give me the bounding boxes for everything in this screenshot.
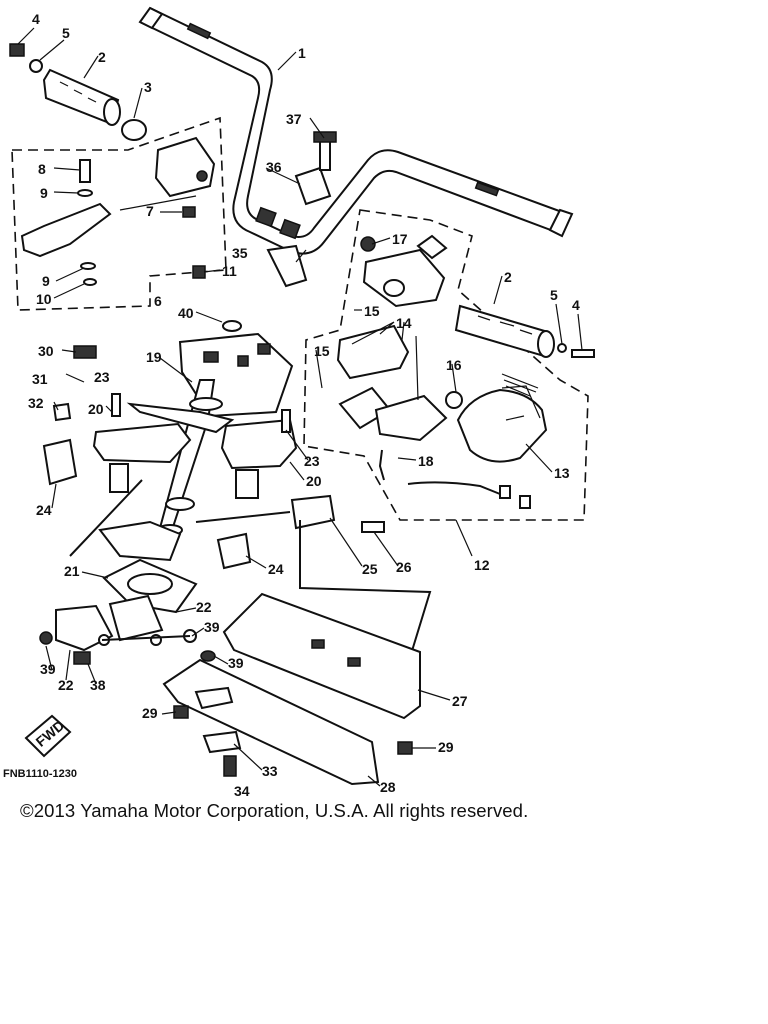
right-grip (454, 304, 595, 397)
callout-18: 18 (418, 453, 434, 469)
callout-39: 39 (228, 655, 244, 671)
callout-24: 24 (36, 502, 52, 518)
callout-38: 38 (90, 677, 106, 693)
callout-39: 39 (204, 619, 220, 635)
callout-5: 5 (550, 287, 558, 303)
callout-24: 24 (268, 561, 284, 577)
callout-19: 19 (146, 349, 162, 365)
callout-23: 23 (304, 453, 320, 469)
callout-39: 39 (40, 661, 56, 677)
callout-25: 25 (362, 561, 378, 577)
handlebar (138, 6, 574, 255)
callout-16: 16 (446, 357, 462, 373)
callout-22: 22 (196, 599, 212, 615)
fwd-arrow-icon: FWD (24, 714, 72, 758)
callout-13: 13 (554, 465, 570, 481)
lower-mount (39, 558, 216, 665)
right-switch-assembly (336, 234, 548, 509)
callout-10: 10 (36, 291, 52, 307)
callouts: 1 2 2 3 4 4 5 5 6 7 8 9 9 10 11 12 13 14… (28, 11, 580, 799)
callout-36: 36 (266, 159, 282, 175)
leader-lines (17, 27, 583, 787)
callout-7: 7 (146, 203, 154, 219)
callout-22: 22 (58, 677, 74, 693)
callout-30: 30 (38, 343, 54, 359)
callout-29: 29 (438, 739, 454, 755)
callout-4: 4 (572, 297, 580, 313)
callout-17: 17 (392, 231, 408, 247)
callout-6: 6 (154, 293, 162, 309)
callout-3: 3 (144, 79, 152, 95)
callout-9: 9 (40, 185, 48, 201)
callout-29: 29 (142, 705, 158, 721)
callout-20: 20 (306, 473, 322, 489)
callout-12: 12 (474, 557, 490, 573)
callout-8: 8 (38, 161, 46, 177)
clamps-and-bolts (42, 131, 385, 570)
callout-33: 33 (262, 763, 278, 779)
callout-35: 35 (232, 245, 248, 261)
callout-15: 15 (364, 303, 380, 319)
copyright-notice: ©2013 Yamaha Motor Corporation, U.S.A. A… (20, 800, 529, 821)
callout-40: 40 (178, 305, 194, 321)
callout-4: 4 (32, 11, 40, 27)
figure-code: FNB1110-1230 (3, 768, 77, 780)
callout-26: 26 (396, 559, 412, 575)
callout-21: 21 (64, 563, 80, 579)
callout-11: 11 (222, 263, 237, 279)
callout-37: 37 (286, 111, 302, 127)
callout-34: 34 (234, 783, 250, 799)
callout-28: 28 (380, 779, 396, 795)
callout-20: 20 (88, 401, 104, 417)
callout-5: 5 (62, 25, 70, 41)
callout-9: 9 (42, 273, 50, 289)
callout-27: 27 (452, 693, 468, 709)
mounting-plates (162, 592, 421, 786)
callout-31: 31 (32, 371, 48, 387)
steering-column (92, 332, 298, 562)
parts-diagram: FWD 1 2 2 3 4 4 5 5 6 7 8 9 9 10 11 12 1… (9, 6, 595, 799)
throttle-housing (20, 136, 216, 286)
callout-32: 32 (28, 395, 44, 411)
callout-2: 2 (504, 269, 512, 285)
callout-1: 1 (298, 45, 306, 61)
callout-15: 15 (314, 343, 330, 359)
callout-2: 2 (98, 49, 106, 65)
callout-23: 23 (94, 369, 110, 385)
left-grip (9, 43, 147, 141)
